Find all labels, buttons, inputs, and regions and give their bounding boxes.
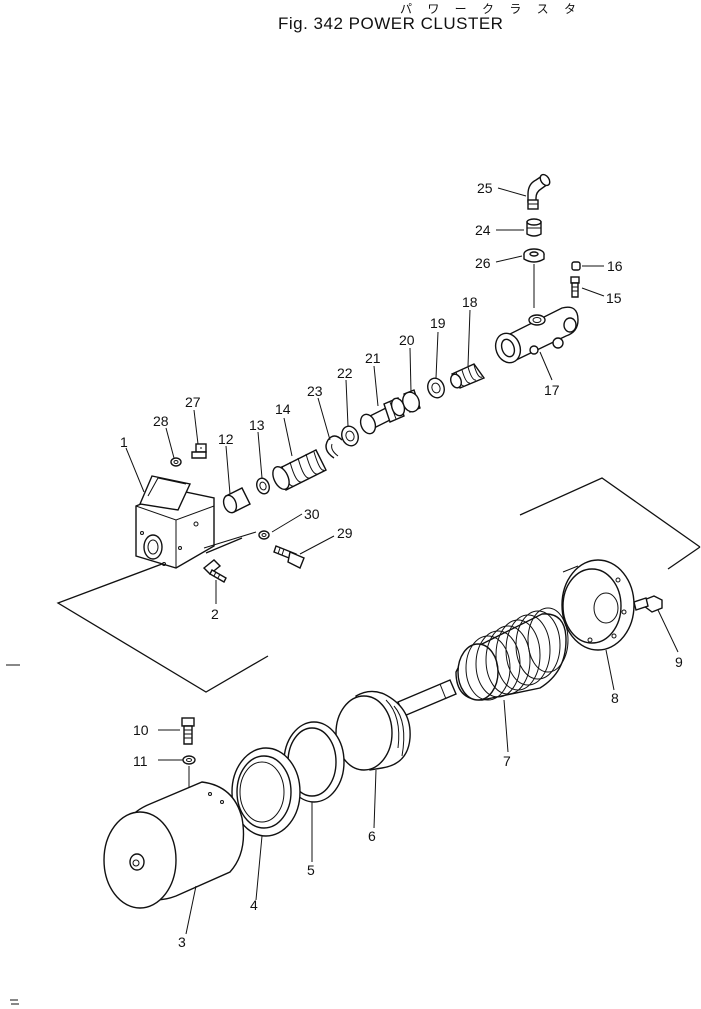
part-15-bolt [570, 276, 580, 298]
callout-20: 20 [399, 332, 415, 348]
callout-18: 18 [462, 294, 478, 310]
callout-12: 12 [218, 431, 234, 447]
callout-23: 23 [307, 383, 323, 399]
figure-title: Fig. 342 POWER CLUSTER [278, 14, 504, 33]
callout-17: 17 [544, 382, 560, 398]
part-11-washer [182, 755, 196, 765]
part-3-cylinder [103, 781, 245, 909]
callout-29: 29 [337, 525, 353, 541]
callout-22: 22 [337, 365, 353, 381]
callout-16: 16 [607, 258, 623, 274]
callout-24: 24 [475, 222, 491, 238]
part-10-bolt [181, 717, 195, 745]
callout-14: 14 [275, 401, 291, 417]
callout-26: 26 [475, 255, 491, 271]
part-19-ring [427, 377, 445, 399]
leader-lines [125, 187, 679, 935]
part-18-spring [450, 363, 486, 389]
callout-2: 2 [211, 606, 219, 622]
callout-19: 19 [430, 315, 446, 331]
margin-marks [6, 664, 20, 1005]
part-8-end-cover [561, 559, 635, 651]
callout-3: 3 [178, 934, 186, 950]
callout-13: 13 [249, 417, 265, 433]
callout-7: 7 [503, 753, 511, 769]
part-27-bolt [191, 443, 207, 459]
part-26-washer [523, 248, 545, 263]
part-9-bolt [633, 595, 663, 613]
callout-6: 6 [368, 828, 376, 844]
callout-4: 4 [250, 897, 258, 913]
reference-plane-upper [56, 537, 269, 693]
part-25-elbow-fitting [527, 173, 551, 210]
figure-subtitle-japanese: パ ワ ー ク ラ ス タ [400, 2, 583, 16]
part-22-washer [341, 425, 359, 447]
reference-plane-lower [519, 477, 701, 570]
part-21-spool [359, 397, 406, 435]
part-6-piston [335, 679, 457, 771]
callout-21: 21 [365, 350, 381, 366]
callout-9: 9 [675, 654, 683, 670]
part-14-spring [272, 449, 327, 491]
part-23-snap-ring [325, 435, 343, 459]
part-7-bellows [455, 607, 569, 701]
callout-8: 8 [611, 690, 619, 706]
callout-25: 25 [477, 180, 493, 196]
part-30-washer [258, 530, 270, 540]
callout-27: 27 [185, 394, 201, 410]
part-1-housing [135, 475, 215, 569]
part-2-bolt [202, 559, 227, 583]
assembly-line-1-30 [203, 531, 257, 549]
part-4-seal [231, 747, 301, 837]
callout-10: 10 [133, 722, 149, 738]
part-24-nipple [526, 218, 542, 237]
part-28-washer [170, 457, 182, 467]
callout-28: 28 [153, 413, 169, 429]
callout-11: 11 [133, 753, 148, 769]
part-12-sleeve [222, 487, 251, 514]
callout-labels: 25 24 26 16 15 18 19 20 21 22 23 17 27 1… [120, 180, 683, 950]
part-16-cap [571, 261, 581, 271]
part-17-valve-body [494, 306, 579, 364]
callout-5: 5 [307, 862, 315, 878]
callout-15: 15 [606, 290, 622, 306]
part-29-bolt [273, 545, 305, 569]
part-13-ring [256, 477, 270, 495]
callout-30: 30 [304, 506, 320, 522]
callout-1: 1 [120, 434, 128, 450]
